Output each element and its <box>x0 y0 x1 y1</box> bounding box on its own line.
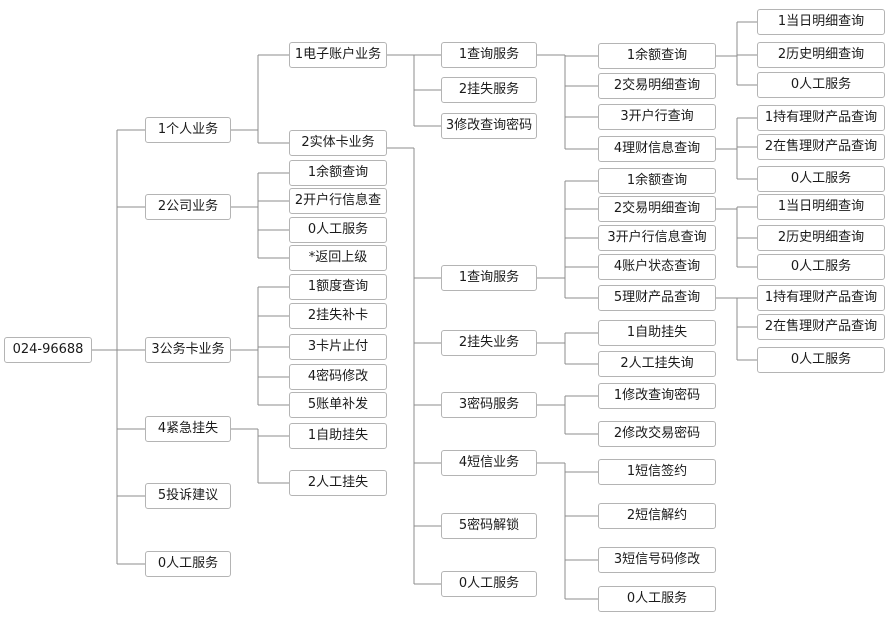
eaccount-loss-service[interactable]: 2挂失服务 <box>441 77 537 103</box>
menu-personal-business[interactable]: 1个人业务 <box>145 117 231 143</box>
menu-official-card[interactable]: 3公务卡业务 <box>145 337 231 363</box>
card-detail-human-service[interactable]: 0人工服务 <box>757 254 885 280</box>
emergency-manual-loss[interactable]: 2人工挂失 <box>289 470 387 496</box>
card-account-status-query[interactable]: 4账户状态查询 <box>598 254 716 280</box>
card-sms-business[interactable]: 4短信业务 <box>441 450 537 476</box>
eaccount-onsale-wealth-query[interactable]: 2在售理财产品查询 <box>757 134 885 160</box>
company-bank-info-query[interactable]: 2开户行信息查 <box>289 188 387 214</box>
card-sms-number-change[interactable]: 3短信号码修改 <box>598 547 716 573</box>
eaccount-tx-detail-query[interactable]: 2交易明细查询 <box>598 73 716 99</box>
official-loss-reissue[interactable]: 2挂失补卡 <box>289 303 387 329</box>
card-tx-detail-query[interactable]: 2交易明细查询 <box>598 196 716 222</box>
eaccount-query-service[interactable]: 1查询服务 <box>441 42 537 68</box>
card-onsale-wealth-query[interactable]: 2在售理财产品查询 <box>757 314 885 340</box>
eaccount-history-detail-query[interactable]: 2历史明细查询 <box>757 42 885 68</box>
menu-eaccount-business[interactable]: 1电子账户业务 <box>289 42 387 68</box>
card-wealth-human-service[interactable]: 0人工服务 <box>757 347 885 373</box>
card-self-loss[interactable]: 1自助挂失 <box>598 320 716 346</box>
eaccount-held-wealth-query[interactable]: 1持有理财产品查询 <box>757 105 885 131</box>
company-return-back[interactable]: *返回上级 <box>289 245 387 271</box>
eaccount-change-query-password[interactable]: 3修改查询密码 <box>441 113 537 139</box>
company-human-service[interactable]: 0人工服务 <box>289 217 387 243</box>
eaccount-wealth-info-query[interactable]: 4理财信息查询 <box>598 136 716 162</box>
card-held-wealth-query[interactable]: 1持有理财产品查询 <box>757 285 885 311</box>
root-node[interactable]: 024-96688 <box>4 337 92 363</box>
card-sms-human-service[interactable]: 0人工服务 <box>598 586 716 612</box>
eaccount-today-detail-query[interactable]: 1当日明细查询 <box>757 9 885 35</box>
official-bill-reissue[interactable]: 5账单补发 <box>289 392 387 418</box>
menu-company-business[interactable]: 2公司业务 <box>145 194 231 220</box>
card-change-trade-password[interactable]: 2修改交易密码 <box>598 421 716 447</box>
card-sms-unsign[interactable]: 2短信解约 <box>598 503 716 529</box>
official-card-stop[interactable]: 3卡片止付 <box>289 334 387 360</box>
eaccount-balance-human-service[interactable]: 0人工服务 <box>757 72 885 98</box>
eaccount-bank-query[interactable]: 3开户行查询 <box>598 104 716 130</box>
official-password-change[interactable]: 4密码修改 <box>289 364 387 390</box>
card-bank-info-query[interactable]: 3开户行信息查询 <box>598 225 716 251</box>
card-change-query-password[interactable]: 1修改查询密码 <box>598 383 716 409</box>
card-query-service[interactable]: 1查询服务 <box>441 265 537 291</box>
card-loss-business[interactable]: 2挂失业务 <box>441 330 537 356</box>
company-balance-query[interactable]: 1余额查询 <box>289 160 387 186</box>
official-limit-query[interactable]: 1额度查询 <box>289 274 387 300</box>
card-password-unlock[interactable]: 5密码解锁 <box>441 513 537 539</box>
menu-emergency-loss[interactable]: 4紧急挂失 <box>145 416 231 442</box>
card-wealth-product-query[interactable]: 5理财产品查询 <box>598 285 716 311</box>
eaccount-wealth-human-service[interactable]: 0人工服务 <box>757 166 885 192</box>
card-human-service[interactable]: 0人工服务 <box>441 571 537 597</box>
card-manual-loss[interactable]: 2人工挂失询 <box>598 351 716 377</box>
menu-human-service[interactable]: 0人工服务 <box>145 551 231 577</box>
card-sms-sign[interactable]: 1短信签约 <box>598 459 716 485</box>
menu-physical-card-business[interactable]: 2实体卡业务 <box>289 130 387 156</box>
menu-complaint[interactable]: 5投诉建议 <box>145 483 231 509</box>
card-history-detail-query[interactable]: 2历史明细查询 <box>757 225 885 251</box>
card-today-detail-query[interactable]: 1当日明细查询 <box>757 194 885 220</box>
card-balance-query[interactable]: 1余额查询 <box>598 168 716 194</box>
eaccount-balance-query[interactable]: 1余额查询 <box>598 43 716 69</box>
emergency-self-loss[interactable]: 1自助挂失 <box>289 423 387 449</box>
card-password-service[interactable]: 3密码服务 <box>441 392 537 418</box>
